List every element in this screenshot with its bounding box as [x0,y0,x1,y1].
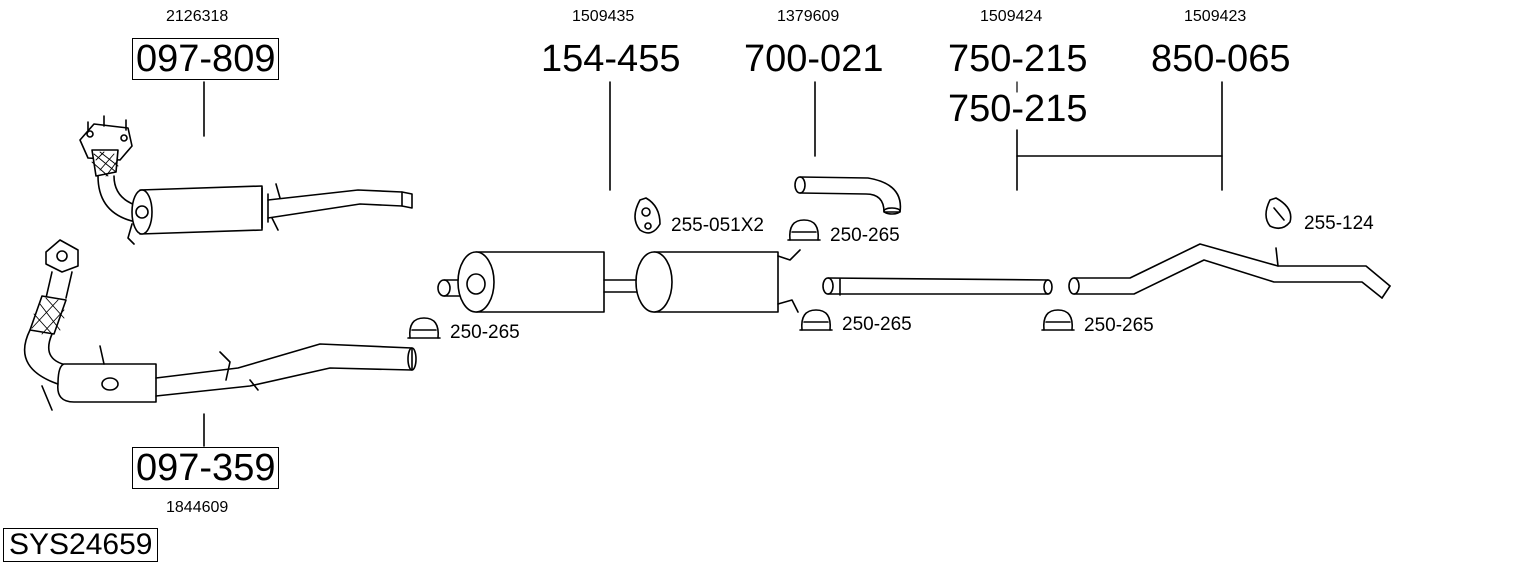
system-code: SYS24659 [3,528,159,562]
ref-1509424: 1509424 [980,8,1043,25]
ref-1509435: 1509435 [572,8,635,25]
label-250-265-a[interactable]: 250-265 [450,322,520,343]
clamp-icon-d [1041,309,1075,331]
ref-1844609: 1844609 [166,499,229,516]
clamp-icon-a [407,317,441,339]
part-700-021[interactable]: 700-021 [744,38,884,80]
part-154-455[interactable]: 154-455 [541,38,681,80]
rubber-hanger-icon [1265,197,1292,230]
ref-1379609: 1379609 [777,8,840,25]
rear-pipe-750-215 [822,277,1053,296]
middle-silencer-154-455 [437,249,801,313]
part-850-065[interactable]: 850-065 [1151,38,1291,80]
tail-bend-700-021 [794,176,902,215]
label-255-051x2[interactable]: 255-051X2 [671,215,764,236]
label-255-124[interactable]: 255-124 [1304,213,1374,234]
part-097-359[interactable]: 097-359 [132,447,280,489]
rubber-hanger-pair-icon [634,197,661,234]
clamp-icon-b [787,219,821,241]
main-catalyst-097-359 [23,239,417,411]
ref-1509423: 1509423 [1184,8,1247,25]
part-750-215-bottom[interactable]: 750-215 [948,88,1088,130]
label-250-265-d[interactable]: 250-265 [1084,315,1154,336]
front-catalyst-097-809 [79,115,413,245]
clamp-icon-c [799,309,833,331]
label-250-265-b[interactable]: 250-265 [830,225,900,246]
label-250-265-c[interactable]: 250-265 [842,314,912,335]
part-097-809[interactable]: 097-809 [132,38,280,80]
part-750-215-top[interactable]: 750-215 [948,38,1088,80]
rear-section-850-065 [1068,243,1391,299]
ref-2126318: 2126318 [166,8,229,25]
